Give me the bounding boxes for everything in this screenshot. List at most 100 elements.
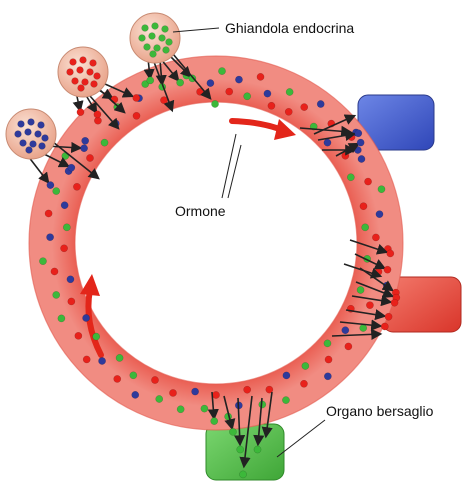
hormone-molecule-r (300, 379, 308, 388)
hormone-arrow (167, 47, 212, 100)
hormone-molecule-g (377, 185, 386, 194)
hormone-molecule-r (300, 103, 309, 111)
hormone-molecule-r (372, 233, 380, 242)
gland-hormone-g (138, 34, 146, 42)
flow-arrow-top-head (274, 119, 296, 140)
gland-hormone-r (66, 68, 74, 76)
released-hormone-g (211, 100, 219, 108)
gland-hormone-b (29, 140, 37, 148)
released-hormone-b (80, 144, 88, 153)
hormone-molecule-b (98, 357, 106, 365)
released-hormone-r (380, 322, 389, 331)
gland-hormone-g (141, 24, 149, 32)
released-hormone-r (386, 249, 395, 258)
hormone-molecule-g (359, 324, 368, 332)
gland-hormone-b (17, 120, 25, 128)
hormone-molecule-r (366, 301, 374, 310)
gland-hormone-r (79, 56, 87, 64)
hormone-arrow (234, 397, 246, 447)
hormone-arrow (169, 55, 192, 78)
released-hormone-r (132, 94, 141, 102)
hormone-molecule-r (256, 73, 265, 81)
released-hormone-b (353, 146, 362, 154)
released-hormone-g (239, 470, 247, 479)
hormone-molecule-b (375, 210, 384, 219)
hormone-molecule-b (282, 371, 291, 380)
gland-hormone-r (76, 66, 84, 74)
gland-hormone-r (69, 58, 77, 66)
released-hormone-g (236, 445, 245, 454)
hormone-arrow (47, 137, 100, 180)
hormone-molecule-r (82, 355, 91, 364)
hormone-arrow (223, 395, 236, 431)
hormone-molecule-r (113, 375, 122, 383)
hormone-molecule-r (86, 154, 94, 162)
hormone-molecule-g (301, 362, 310, 370)
hormone-arrow (89, 95, 120, 130)
gland-hormone-b (27, 118, 35, 126)
hormone-molecule-b (66, 275, 75, 284)
hormone-label-leader-1 (221, 133, 237, 199)
gland-hormone-r (90, 80, 98, 88)
hormone-molecule-g (141, 80, 150, 88)
released-hormone-b (354, 129, 363, 138)
released-hormone-r (383, 265, 392, 274)
hormone-molecule-g (285, 88, 294, 96)
hormone-molecule-r (44, 209, 53, 218)
hormone-molecule-g (323, 339, 332, 348)
target-organ-label: Organo bersaglio (326, 403, 434, 419)
hormone-molecule-g (129, 371, 138, 380)
blood-vessel-outer-edge (28, 55, 404, 431)
hormone-molecule-g (62, 223, 71, 232)
hormone-molecule-b (323, 138, 332, 147)
hormone-molecule-b (46, 233, 54, 242)
hormone-molecule-b (235, 75, 243, 84)
released-hormone-g (146, 76, 155, 85)
hormone-molecule-g (155, 395, 164, 403)
gland-hormone-g (149, 50, 157, 58)
gland-hormone-r (71, 77, 79, 85)
hormone-molecule-g (200, 404, 209, 413)
hormone-molecule-r (73, 182, 81, 191)
hormone-molecule-r (364, 177, 372, 186)
hormone-molecule-b (60, 201, 69, 210)
hormone-molecule-g (100, 138, 109, 147)
hormone-molecule-r (50, 267, 59, 276)
hormone-arrow (313, 114, 357, 135)
hormone-molecule-r (243, 385, 252, 394)
hormone-molecule-r (359, 202, 368, 211)
gland-hormone-g (162, 46, 170, 54)
gland-hormone-r (86, 68, 94, 76)
hormone-arrow (153, 61, 175, 113)
blood-vessel-inner-edge (74, 101, 358, 385)
hormone-molecule-g (346, 173, 355, 182)
released-hormone-b (356, 138, 365, 147)
hormone-arrow (317, 129, 357, 141)
gland-hormone-b (19, 139, 27, 147)
hormone-arrow (354, 253, 387, 270)
gland-hormone-b (41, 134, 49, 142)
gland-label: Ghiandola endocrina (225, 20, 354, 36)
hormone-molecule-r (212, 391, 220, 399)
hormone-arrow (339, 319, 383, 331)
hormone-molecule-r (341, 151, 350, 160)
blood-vessel-ring (29, 56, 403, 430)
hormone-arrow (349, 239, 389, 255)
hormone-arrow (253, 397, 265, 447)
hormone-molecule-b (81, 136, 90, 145)
gland-hormone-b (37, 121, 45, 129)
gland-hormone-g (143, 43, 151, 51)
hormone-molecule-r (265, 385, 274, 394)
hormone-molecule-g (52, 187, 61, 195)
hormone-molecule-b (263, 89, 272, 98)
released-hormone-r (76, 108, 85, 117)
gland-hormone-r (81, 78, 89, 86)
released-hormone-g (229, 427, 237, 436)
released-hormone-g (176, 78, 185, 87)
released-hormone-g (210, 417, 219, 425)
gland-hormone-b (24, 128, 32, 136)
hormone-arrow (99, 89, 126, 114)
hormone-molecule-b (341, 326, 350, 335)
hormone-molecule-r (225, 87, 234, 96)
